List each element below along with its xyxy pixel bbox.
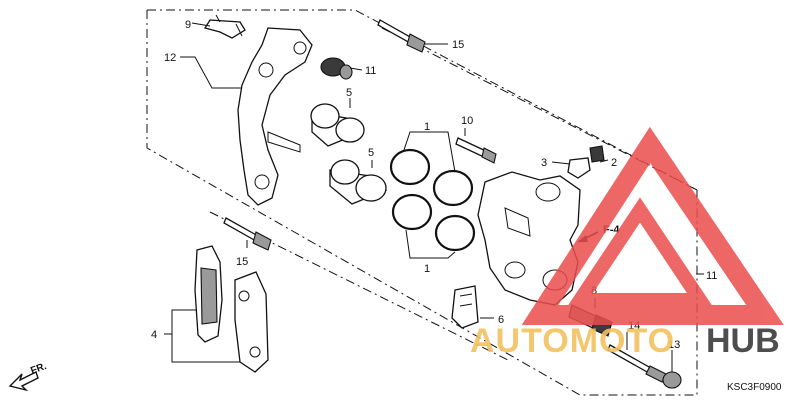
callout-7: 9 <box>185 19 191 31</box>
bolt-group-line <box>381 27 698 191</box>
callout-12: 12 <box>164 52 176 64</box>
bleeder-valve[interactable] <box>589 145 605 163</box>
pin-plug[interactable] <box>662 371 682 389</box>
pad-spring-clip[interactable] <box>203 14 246 39</box>
brake-pad-set[interactable] <box>194 245 269 373</box>
mounting-bolt-upper[interactable] <box>377 19 426 53</box>
front-label: FR. <box>29 361 48 377</box>
callout-5-upper: 5 <box>346 87 352 99</box>
diagram-code: KSC3F0900 <box>727 382 782 393</box>
callout-10: 11 <box>365 65 376 77</box>
pad-pin[interactable] <box>607 344 667 383</box>
callout-5-lower: 5 <box>368 147 374 159</box>
leader-lines <box>164 22 704 372</box>
assembly-boundary <box>146 10 698 396</box>
watermark-logo-icon <box>521 126 784 325</box>
slide-pin[interactable] <box>455 137 497 164</box>
mounting-bolt-lower[interactable] <box>223 217 272 251</box>
callout-1-lower: 1 <box>424 263 430 275</box>
callout-2: 2 <box>611 157 617 169</box>
pad-group-line <box>209 211 509 361</box>
caliper-bracket[interactable] <box>237 27 313 206</box>
callout-13: 13 <box>668 339 680 351</box>
piston-seals[interactable] <box>389 148 476 252</box>
pin-boot[interactable] <box>320 57 353 80</box>
watermark-brand-a: AUTOMOTO <box>470 322 675 360</box>
callout-15-upper: 15 <box>452 39 464 51</box>
bleeder-cap[interactable] <box>567 157 591 179</box>
callout-3: 3 <box>541 157 547 169</box>
piston-lower[interactable] <box>329 159 388 205</box>
callout-15-lower: 15 <box>236 256 248 268</box>
watermark-brand-b: HUB <box>706 322 780 360</box>
piston-upper[interactable] <box>310 103 365 147</box>
front-direction-icon <box>8 371 39 392</box>
callout-8: 10 <box>461 115 473 127</box>
callout-6: 6 <box>498 314 504 326</box>
callout-4: 4 <box>151 329 157 341</box>
callout-11: 11 <box>706 270 717 282</box>
pad-spring[interactable] <box>451 285 479 329</box>
callout-1-upper: 1 <box>424 121 430 133</box>
